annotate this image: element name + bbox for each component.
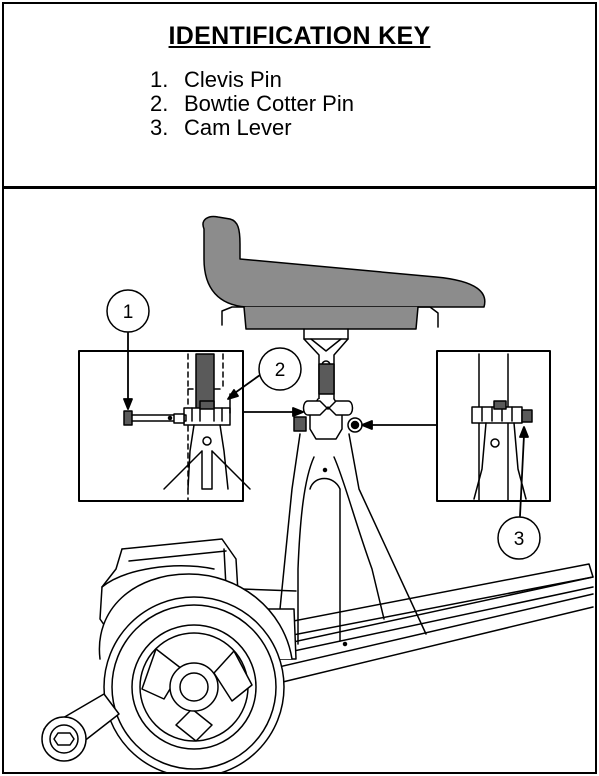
callout-3: 3 [497, 516, 541, 560]
seat [202, 215, 486, 400]
key-item-label: Clevis Pin [184, 67, 282, 92]
key-item-cam-lever: 3. Cam Lever [150, 116, 354, 140]
key-item-bowtie-cotter-pin: 2. Bowtie Cotter Pin [150, 92, 354, 116]
callout-1: 1 [106, 289, 150, 333]
anti-tip-wheel [41, 693, 120, 762]
key-item-number: 2. [150, 91, 169, 116]
cam-lever-detail-inset [436, 350, 551, 502]
key-item-label: Cam Lever [184, 115, 292, 140]
identification-key: IDENTIFICATION KEY 1. Clevis Pin 2. Bowtie… [4, 4, 595, 189]
key-item-number: 1. [150, 67, 169, 92]
leader-arrows [123, 332, 529, 517]
key-item-label: Bowtie Cotter Pin [184, 91, 354, 116]
rear-wheel [98, 573, 293, 772]
seat-post-clamp [293, 398, 363, 440]
key-list: 1. Clevis Pin 2. Bowtie Cotter Pin 3. Cam L… [150, 68, 354, 140]
callout-2: 2 [258, 347, 302, 391]
clevis-pin-detail-inset [78, 350, 251, 502]
seat-mount-illustration: 1 2 3 [41, 215, 594, 772]
callout-2-number: 2 [275, 360, 286, 381]
key-title: IDENTIFICATION KEY [168, 22, 431, 50]
callout-1-number: 1 [123, 302, 134, 323]
key-item-number: 3. [150, 115, 169, 140]
key-item-clevis-pin: 1. Clevis Pin [150, 68, 354, 92]
callout-3-number: 3 [514, 529, 525, 550]
